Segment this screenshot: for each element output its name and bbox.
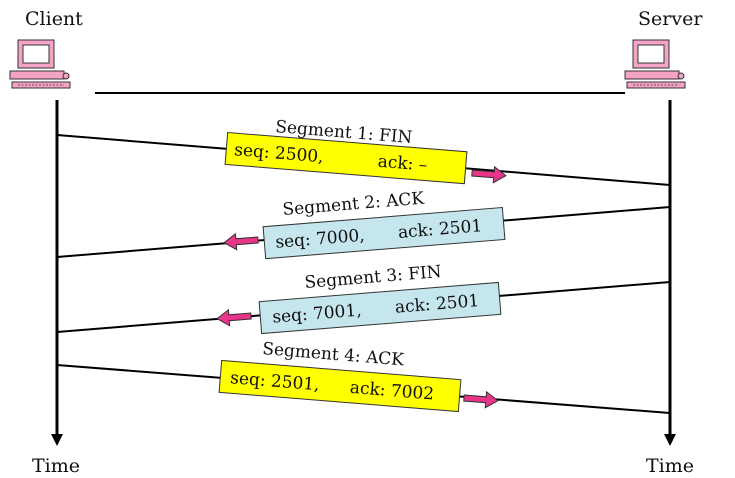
server-computer-icon (624, 39, 686, 89)
server-label: Server (638, 8, 703, 30)
segment-2-arrow-icon (223, 232, 259, 251)
client-computer-icon (9, 39, 71, 89)
client-time-label: Time (32, 455, 80, 477)
segment-4-box (218, 359, 462, 413)
segment-1-ack: ack: – (377, 152, 428, 176)
segment-3-arrow-icon (216, 308, 252, 327)
segment-4-arrow-icon (463, 390, 499, 409)
segment-4: Segment 4: ACK seq: 2501, ack: 7002 (56, 339, 671, 414)
segment-2: Segment 2: ACK seq: 7000, ack: 2501 (56, 189, 671, 260)
server-time-label: Time (646, 455, 694, 477)
segment-1: Segment 1: FIN seq: 2500, ack: – (56, 117, 671, 186)
segment-3: Segment 3: FIN seq: 7001, ack: 2501 (56, 262, 671, 335)
client-label: Client (25, 8, 83, 30)
segment-1-box (224, 131, 468, 185)
segment-2-box (262, 206, 506, 260)
segment-3-box (258, 281, 502, 335)
segment-1-arrow-icon (471, 165, 507, 184)
